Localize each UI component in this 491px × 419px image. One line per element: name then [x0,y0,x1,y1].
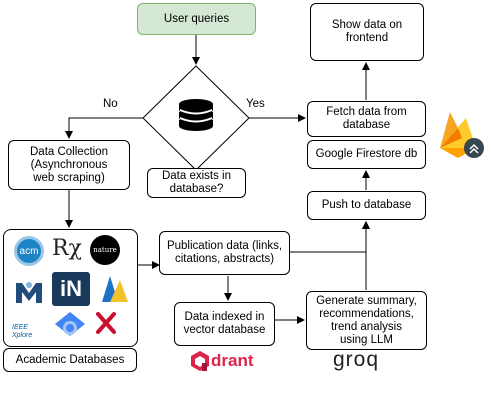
node-generate-summary: Generate summary, recommendations, trend… [306,291,427,350]
inspire-logo-text: iN [60,276,82,301]
inspire-logo: iN [52,272,90,306]
qdrant-logo: drant [190,350,266,372]
x-logo [96,312,116,334]
google-scholar-logo [54,310,86,340]
node-push-db: Push to database [307,191,426,220]
node-academic-databases: Academic Databases [3,348,137,372]
ieee-xplore-logo: IEEE Xplore [12,316,46,342]
rx-logo-text: Rχ [52,236,82,261]
edge-label-yes: Yes [246,98,265,110]
acm-logo: acm [14,236,44,266]
node-data-exists: Data exists in database? [147,168,246,198]
groq-logo-text: groq [333,348,380,371]
node-publication-data: Publication data (links, citations, abst… [159,231,290,275]
ieee-xplore-text: IEEE Xplore [12,324,33,339]
node-fetch-data: Fetch data from database [307,101,426,137]
mendeley-logo [14,279,44,305]
node-data-collection: Data Collection (Asynchronous web scrapi… [8,140,130,190]
node-data-indexed: Data indexed in vector database [174,302,275,346]
firebase-logo [436,108,484,162]
nature-logo-text: nature [93,246,117,254]
edge-publication-to-push [290,221,370,253]
groq-logo: groq [333,348,397,372]
node-show-data: Show data on frontend [310,3,424,61]
database-icon [179,99,213,131]
sciencedirect-logo [98,272,130,304]
acm-logo-text: acm [19,245,39,257]
nature-logo: nature [90,235,120,265]
node-user-queries: User queries [137,3,256,35]
rx-logo: Rχ [52,236,82,264]
edge-label-no: No [103,98,118,110]
edge-decision-no [65,117,143,139]
qdrant-logo-text: drant [211,351,254,370]
node-google-firestore: Google Firestore db [307,140,426,169]
